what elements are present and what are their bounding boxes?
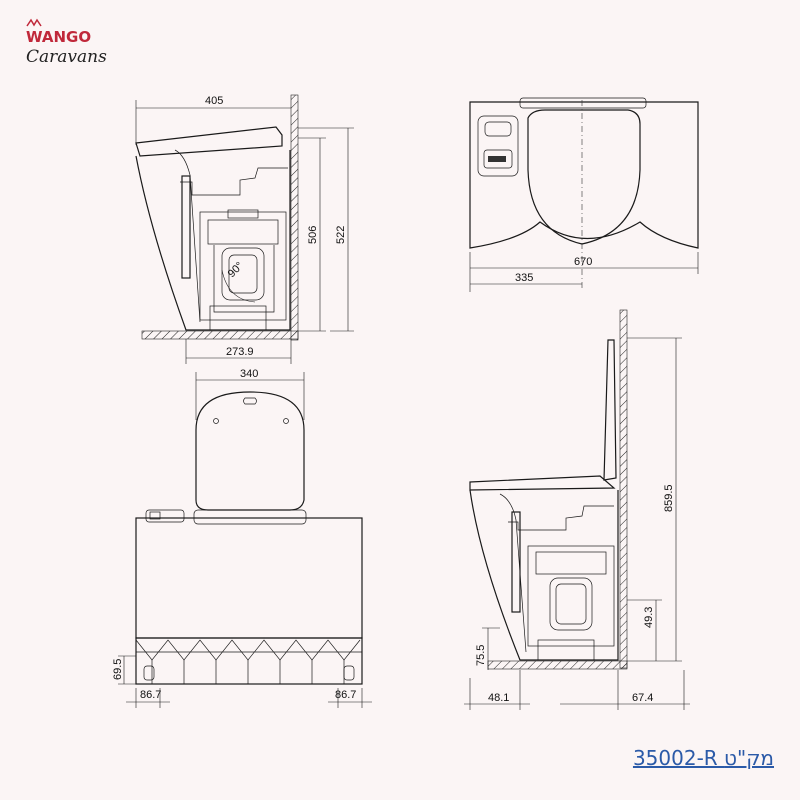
side-inner-height: 506 xyxy=(307,226,319,244)
side-bottom-width: 273.9 xyxy=(226,346,254,358)
brand-line2: Caravans xyxy=(26,47,107,67)
front-right-foot: 86.7 xyxy=(335,689,356,701)
raised-left-offset: 48.1 xyxy=(488,692,509,704)
side-top-width: 405 xyxy=(205,95,223,107)
raised-side-view: 859.5 49.3 75.5 48.1 67.4 xyxy=(464,309,690,710)
top-offset: 335 xyxy=(515,272,533,284)
side-outer-height: 522 xyxy=(335,226,347,244)
front-left-foot: 86.7 xyxy=(140,689,161,701)
raised-height: 859.5 xyxy=(663,484,675,512)
top-width: 670 xyxy=(574,256,592,268)
raised-right-offset: 67.4 xyxy=(632,692,653,704)
top-view: 670 335 xyxy=(469,97,699,292)
brand-line1: WANGO xyxy=(26,28,91,46)
sku-label: 35002-R מק"ט xyxy=(632,746,774,770)
side-view: 90° 405 506 522 273.9 xyxy=(135,94,354,364)
front-seat-width: 340 xyxy=(240,368,258,380)
crown-icon xyxy=(26,18,42,27)
raised-side-height: 49.3 xyxy=(643,607,655,628)
brand-logo: WANGO Caravans xyxy=(26,18,107,67)
front-view: 340 69.5 86.7 86.7 xyxy=(112,368,372,708)
raised-bottom-height: 75.5 xyxy=(475,645,487,666)
front-base-height: 69.5 xyxy=(112,659,124,680)
